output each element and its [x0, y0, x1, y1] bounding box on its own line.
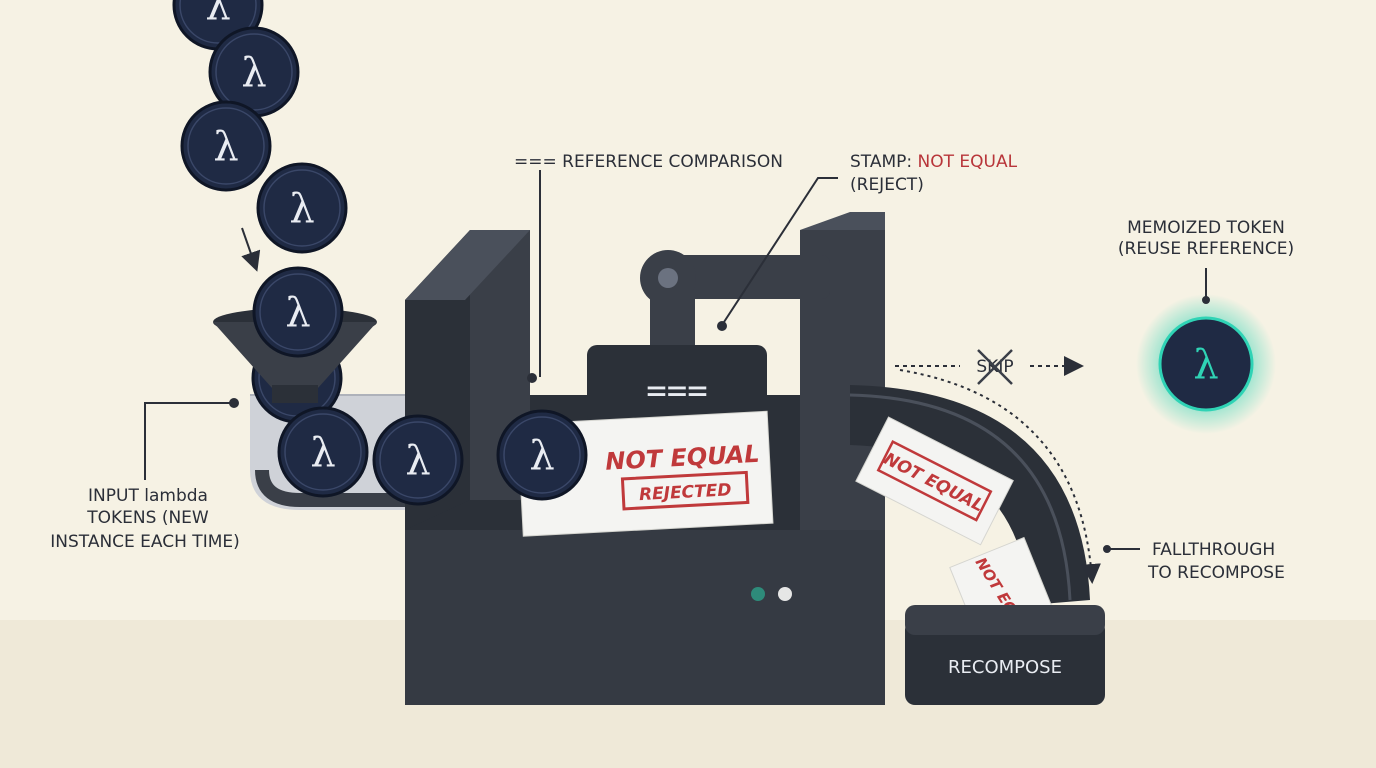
- status-led-green: [751, 587, 765, 601]
- memoized-token: λ: [1136, 294, 1276, 434]
- input-label-line1: INPUT lambda: [88, 486, 208, 506]
- leader-lines: [144, 170, 1210, 553]
- conveyor-tokens: λ λ λ: [251, 332, 588, 506]
- lambda-token-icon: λ: [1193, 342, 1218, 388]
- svg-text:λ: λ: [285, 290, 310, 336]
- svg-text:λ: λ: [310, 430, 335, 476]
- lambda-token-icon: λ: [256, 162, 348, 254]
- status-led-light: [778, 587, 792, 601]
- svg-text:λ: λ: [289, 186, 314, 232]
- input-label-line3: INSTANCE EACH TIME): [50, 532, 240, 552]
- stamp-reject-label: (REJECT): [850, 175, 924, 195]
- fallthrough-path: [899, 369, 1101, 584]
- stamp-arm: ===: [587, 250, 830, 425]
- lambda-token-icon: λ: [208, 26, 300, 118]
- card-rejected: REJECTED: [639, 480, 732, 505]
- lambda-token-icon: λ: [180, 100, 272, 192]
- fallthrough-label-line2: TO RECOMPOSE: [1147, 563, 1285, 583]
- lambda-token-icon: λ: [172, 0, 264, 51]
- reference-comparison-label: === REFERENCE COMPARISON: [514, 152, 783, 172]
- skip-path: SKIP: [895, 349, 1084, 385]
- fallthrough-label-line1: FALLTHROUGH: [1152, 540, 1275, 560]
- lambda-token-icon: λ: [372, 414, 464, 506]
- memoized-subtitle: (REUSE REFERENCE): [1118, 239, 1294, 259]
- lambda-token-icon: λ: [496, 409, 588, 501]
- bin-label: RECOMPOSE: [948, 657, 1062, 678]
- lambda-token-icon: λ: [252, 266, 344, 358]
- stamp-symbol: ===: [646, 371, 707, 411]
- input-label-line2: TOKENS (NEW: [86, 508, 209, 528]
- memoized-title: MEMOIZED TOKEN: [1127, 218, 1285, 238]
- lambda-token-icon: λ: [277, 406, 369, 498]
- recompose-bin: RECOMPOSE: [905, 605, 1105, 705]
- svg-text:λ: λ: [213, 124, 238, 170]
- svg-text:λ: λ: [205, 0, 230, 29]
- stamp-label: STAMP: NOT EQUAL: [850, 152, 1018, 172]
- falling-tokens: λ λ λ λ λ: [172, 0, 348, 358]
- svg-text:λ: λ: [529, 433, 554, 479]
- cross-icon: [977, 349, 1013, 385]
- svg-text:λ: λ: [405, 438, 430, 484]
- drop-arrow: [241, 227, 261, 272]
- svg-text:λ: λ: [241, 50, 266, 96]
- stamp-head: [587, 345, 767, 425]
